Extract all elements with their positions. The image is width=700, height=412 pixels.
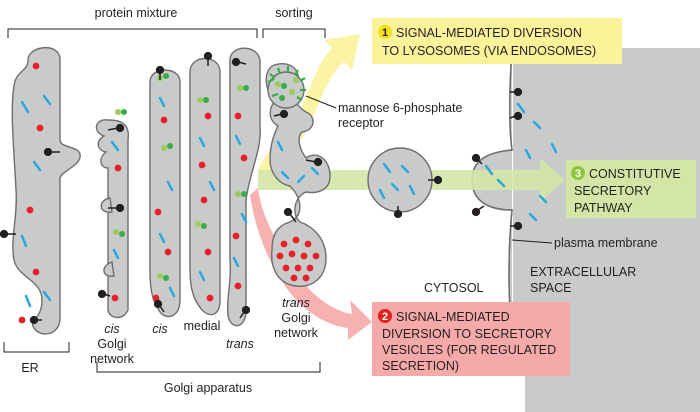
protein-mixture-bracket xyxy=(7,28,258,38)
medial-label: medial xyxy=(184,319,221,333)
trans-golgi-label-line-1: trans xyxy=(282,296,310,310)
sorting-bracket xyxy=(262,28,326,38)
cis-golgi-label-line-3: network xyxy=(90,352,135,366)
mannose-6-phosphate-receptors xyxy=(267,66,306,101)
pathway-3-box-bg xyxy=(566,160,696,218)
trans-golgi-label-line-3: network xyxy=(274,326,319,340)
sorting-label: sorting xyxy=(275,6,313,20)
pathway-3-box: 3 CONSTITUTIVE SECRETORY PATHWAY xyxy=(566,160,696,218)
trans-golgi-label-line-2: Golgi xyxy=(281,311,310,325)
cis-golgi-label-line-2: Golgi xyxy=(97,337,126,351)
transport-vesicle xyxy=(367,147,433,213)
receptor-label-line-2: receptor xyxy=(338,116,384,130)
extracellular-label-line-1: EXTRACELLULAR xyxy=(530,265,636,279)
membrane-receptors xyxy=(0,51,523,325)
pathway-2-line-1: SIGNAL-MEDIATED xyxy=(396,310,510,324)
pathway-1-line-1: SIGNAL-MEDIATED DIVERSION xyxy=(396,26,582,40)
trans-label: trans xyxy=(226,337,254,351)
trans-golgi-network xyxy=(265,63,331,287)
pathway-3-line-3: PATHWAY xyxy=(574,201,633,215)
cis-label: cis xyxy=(152,322,167,336)
pathway-2-line-4: SECRETION) xyxy=(382,359,459,373)
golgi-apparatus-bracket xyxy=(96,362,321,373)
pathway-3-number: 3 xyxy=(575,168,581,180)
pathway-1-badge xyxy=(378,25,392,39)
receptor-label-line-1: mannose 6-phosphate xyxy=(338,101,462,115)
pathway-1-number: 1 xyxy=(382,27,388,39)
pathway-3-line-1: CONSTITUTIVE xyxy=(589,167,681,181)
pathway-2-badge xyxy=(378,309,392,323)
pathway-2-box: 2 SIGNAL-MEDIATED DIVERSION TO SECRETORY… xyxy=(372,302,570,376)
pathway-1-box-bg xyxy=(372,18,622,64)
pathway-2-number: 2 xyxy=(382,311,388,323)
cytosol-label: CYTOSOL xyxy=(424,281,484,295)
cis-golgi-label-line-1: cis xyxy=(104,322,119,336)
pathway-1-line-2: TO LYSOSOMES (VIA ENDOSOMES) xyxy=(382,44,596,58)
cis-golgi-network xyxy=(95,119,129,319)
medial-cisterna xyxy=(189,57,221,316)
er-membrane xyxy=(11,47,81,335)
er-bracket xyxy=(3,342,70,353)
pathway-3-badge xyxy=(571,166,585,180)
pathway-1-box: 1 SIGNAL-MEDIATED DIVERSION TO LYSOSOMES… xyxy=(372,18,622,64)
receptor-leader xyxy=(305,95,337,109)
cis-cisterna xyxy=(149,69,181,318)
protein-mixture-label: protein mixture xyxy=(95,6,178,20)
golgi-apparatus-label: Golgi apparatus xyxy=(164,381,252,395)
pathway-2-box-bg xyxy=(372,302,570,376)
green-protein-dots xyxy=(113,73,299,281)
plasma-membrane-label: plasma membrane xyxy=(554,236,658,250)
red-protein-dots xyxy=(18,62,320,324)
blue-protein-bars xyxy=(20,94,558,308)
extracellular-label-line-2: SPACE xyxy=(530,281,571,295)
er-label: ER xyxy=(21,361,38,375)
pathway-3-line-2: SECRETORY xyxy=(574,184,652,198)
pathway-2-line-3: VESICLES (FOR REGULATED xyxy=(382,343,556,357)
plasma-membrane-leader xyxy=(511,239,553,244)
pathway-2-line-2: DIVERSION TO SECRETORY xyxy=(382,327,553,341)
